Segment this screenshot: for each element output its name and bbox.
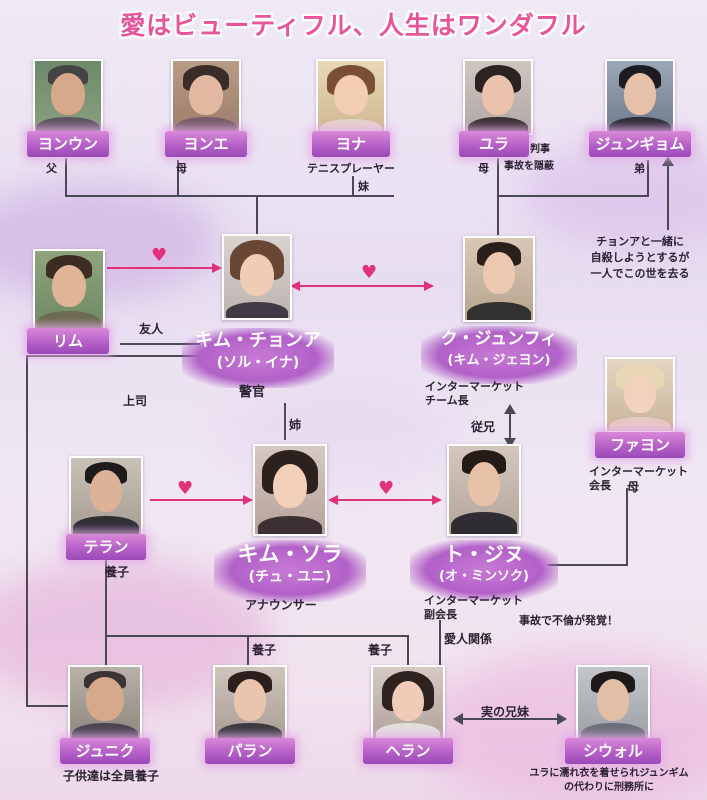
diagram-title: 愛はビューティフル、人生はワンダフル <box>120 11 587 40</box>
role-yonhe: 母 <box>176 162 187 175</box>
name-label-fayon: ファヨン <box>595 432 685 458</box>
name-label-yura: ユラ <box>459 131 529 157</box>
relation-lover: 愛人関係 <box>444 632 493 646</box>
role-junik: 子供達は全員養子 <box>63 769 160 783</box>
role-jungyom: 弟 <box>634 162 645 175</box>
role2-yura: 事故を隠蔽 <box>504 161 554 172</box>
heart-icon: ♥ <box>151 245 168 266</box>
portrait-chonga <box>222 234 292 320</box>
portrait-yonun <box>33 59 103 135</box>
name-label-yonun: ヨンウン <box>27 131 109 157</box>
name-label-teran: テラン <box>66 534 146 560</box>
name-label-paran: パラン <box>205 738 295 764</box>
role-chonga: 警官 <box>239 385 266 400</box>
role2-yona: 妹 <box>358 180 369 193</box>
portrait-yonhe <box>171 59 241 135</box>
note-jungyom: チョンアと一緒に 自殺しようとするが 一人でこの世を去る <box>590 235 690 280</box>
relation-boss: 上司 <box>123 394 148 408</box>
name-plate-chonga: キム・チョンア (ソル・イナ) <box>182 328 334 388</box>
line-parents <box>65 158 394 197</box>
role-yona: テニスプレーヤー <box>307 162 395 175</box>
name-label-jungyom: ジュンギョム <box>589 131 691 157</box>
relation-sister: 姉 <box>289 418 302 432</box>
relation-rim: 友人 <box>139 322 164 336</box>
tag-yura: 判事 <box>530 144 550 155</box>
relation-teran: 養子 <box>105 565 130 579</box>
portrait-sora <box>253 444 327 536</box>
portrait-paran <box>213 665 287 741</box>
portrait-heran <box>371 665 445 741</box>
portrait-jungyom <box>605 59 675 135</box>
role-fayon: インターマーケット 会長 <box>589 465 688 492</box>
relation-siblings: 実の兄妹 <box>481 705 530 719</box>
portrait-jinu <box>447 444 521 536</box>
name-label-rim: リム <box>27 328 109 354</box>
note-siwol: ユラに濡れ衣を着せられジュンギム の代わりに刑務所に <box>529 768 689 793</box>
role-jinu: インターマーケット 副会長 <box>424 594 523 621</box>
name-label-yona: ヨナ <box>312 131 390 157</box>
role-yonun: 父 <box>46 162 57 175</box>
relation-heran: 養子 <box>368 643 393 657</box>
portrait-rim <box>33 249 105 331</box>
portrait-teran <box>69 456 143 536</box>
role-yura: 母 <box>478 162 489 175</box>
heart-icon: ♥ <box>177 478 194 499</box>
name-plate-jinu: ト・ジヌ (オ・ミンソク) <box>410 540 558 600</box>
name-label-junik: ジュニク <box>60 738 150 764</box>
name-label-heran: ヘラン <box>363 738 453 764</box>
role-junhwi: インターマーケット チーム長 <box>425 380 524 407</box>
portrait-yura <box>463 59 533 135</box>
heart-icon: ♥ <box>378 478 395 499</box>
affair-note: 事故で不倫が発覚！ <box>519 614 618 627</box>
name-label-yonhe: ヨンエ <box>165 131 247 157</box>
name-plate-junhwi: ク・ジュンフィ (キム・ジェヨン) <box>421 326 577 384</box>
relation-paran: 養子 <box>252 643 277 657</box>
relation-junhwi: 従兄 <box>471 420 496 434</box>
portrait-junhwi <box>463 236 535 322</box>
role-sora: アナウンサー <box>245 598 317 612</box>
portrait-fayon <box>605 357 675 433</box>
name-label-siwol: シウォル <box>565 738 661 764</box>
portrait-yona <box>316 59 386 135</box>
heart-icon: ♥ <box>361 262 378 283</box>
name-plate-sora: キム・ソラ (チュ・ユニ) <box>214 540 366 602</box>
role2-fayon: 母 <box>627 480 640 494</box>
portrait-siwol <box>576 665 650 741</box>
portrait-junik <box>68 665 142 741</box>
